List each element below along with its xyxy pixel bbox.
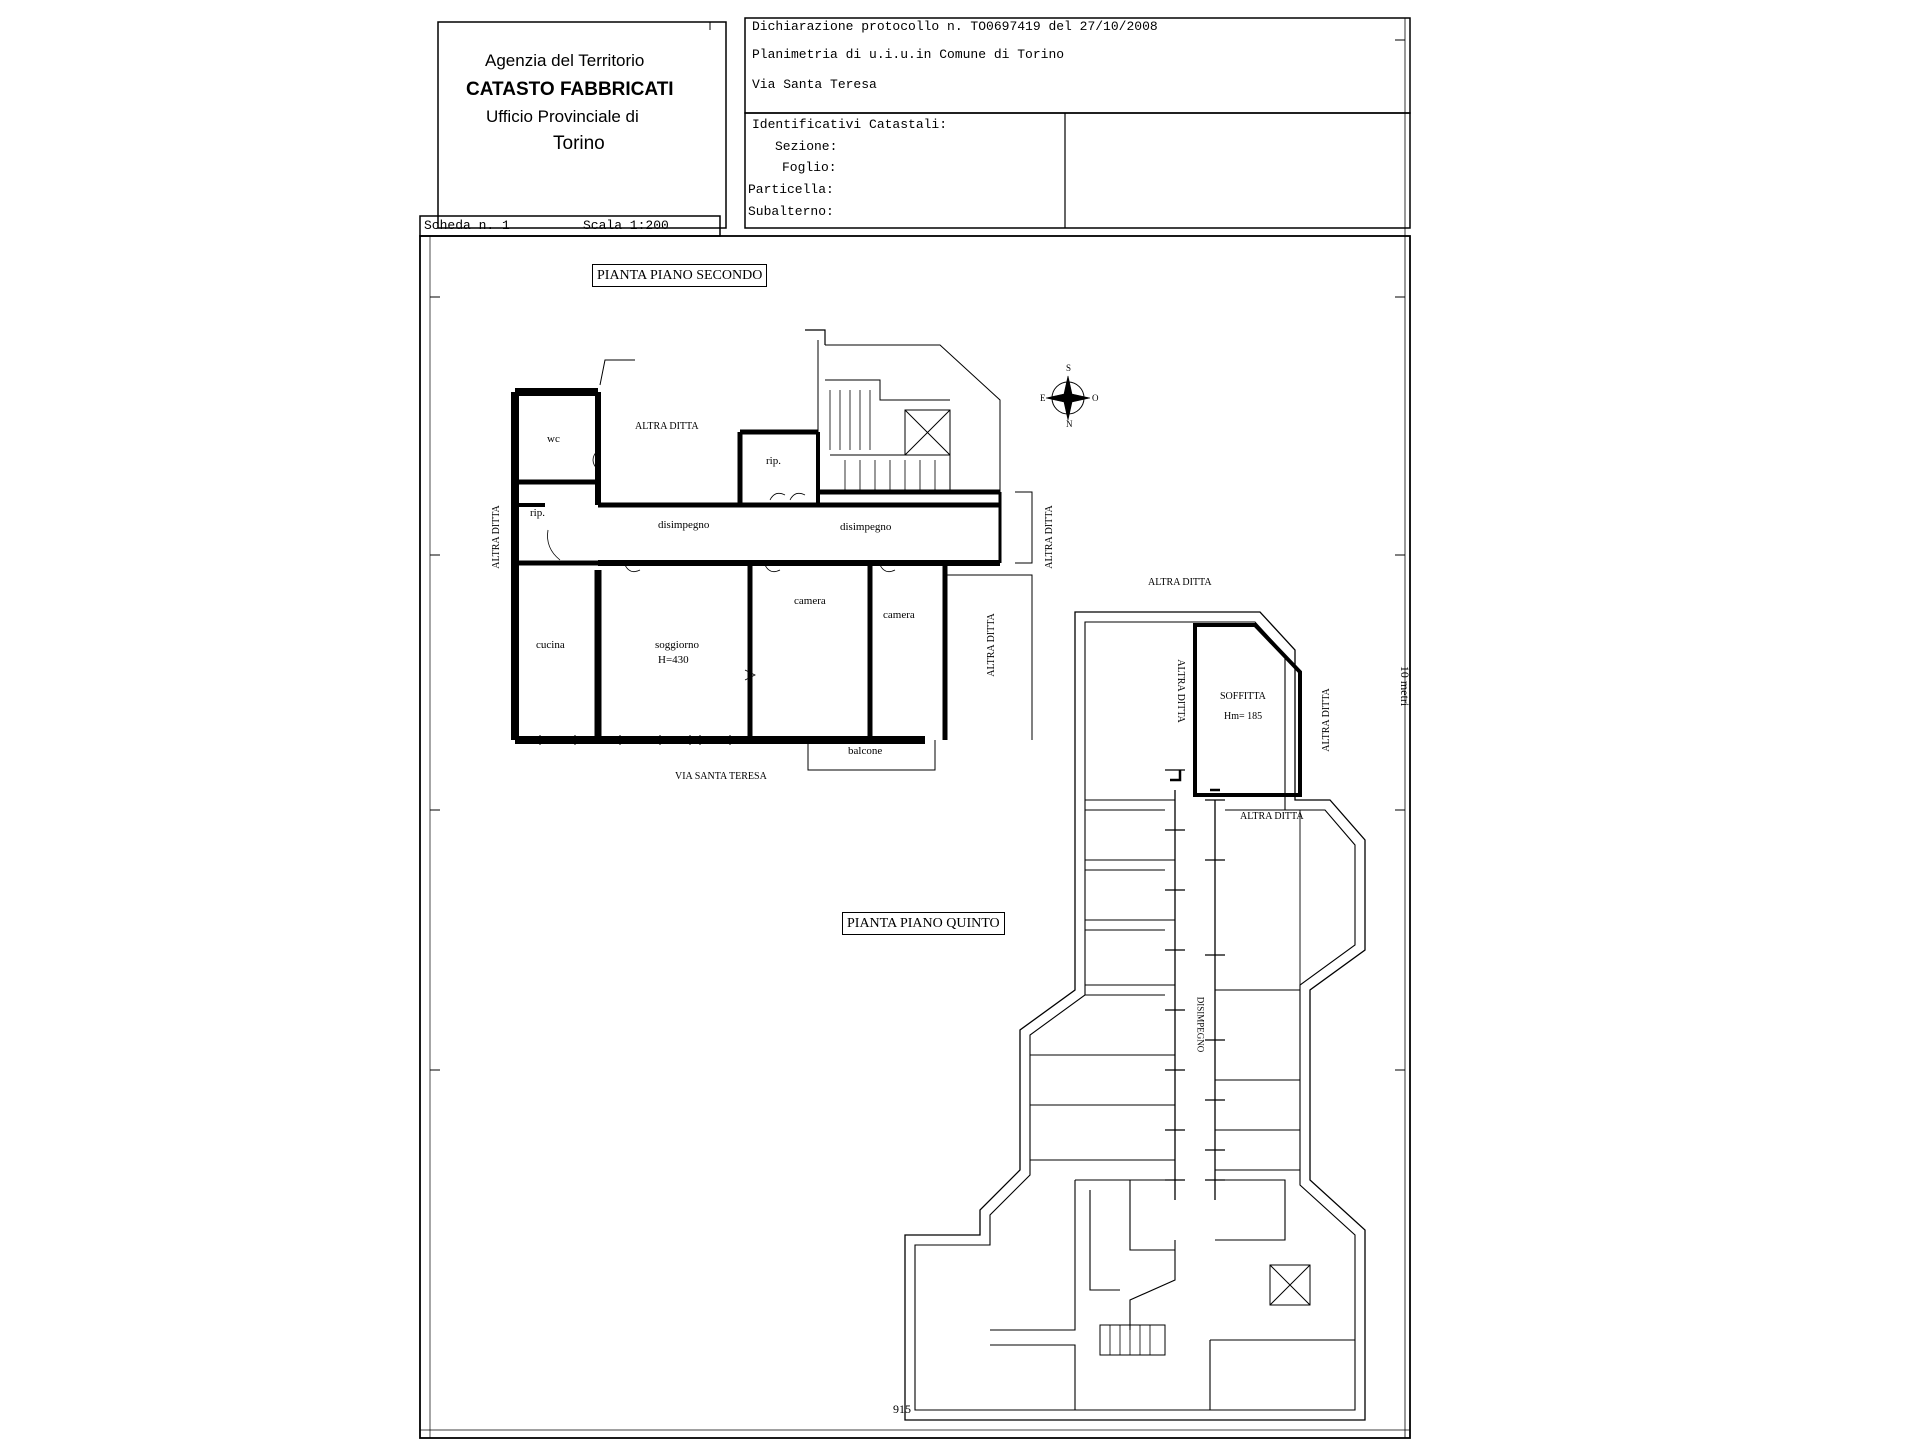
compass-south: S <box>1066 363 1072 373</box>
particella-label: Particella: <box>748 182 834 197</box>
plan-second-title: PIANTA PIANO SECONDO <box>592 264 768 288</box>
compass-rose-icon <box>1045 375 1091 421</box>
scheda-label: Scheda n. 1 <box>424 218 510 233</box>
identificativi-label: Identificativi Catastali: <box>752 117 948 132</box>
fifth-altra-ditta-vertical-right: ALTRA DITTA <box>1320 688 1332 752</box>
room-disimpegno-right: disimpegno <box>840 521 892 533</box>
agency-name: Agenzia del Territorio <box>485 51 645 70</box>
room-rip-top: rip. <box>766 455 781 467</box>
catasto-title: CATASTO FABBRICATI <box>466 79 674 100</box>
protocol-line: Dichiarazione protocollo n. TO0697419 de… <box>752 19 1158 34</box>
room-camera-mid: camera <box>794 595 826 607</box>
plan-fifth-floor <box>904 611 1366 1421</box>
scala-label: Scala 1:200 <box>583 218 669 233</box>
compass-west: O <box>1092 393 1099 403</box>
plan-fifth-title: PIANTA PIANO QUINTO <box>842 912 1005 936</box>
room-camera-right: camera <box>883 609 915 621</box>
address-line: Via Santa Teresa <box>752 77 877 92</box>
plan-second-floor <box>511 329 1033 771</box>
ufficio-label: Ufficio Provinciale di <box>486 107 639 126</box>
subalterno-label: Subalterno: <box>748 204 834 219</box>
compass-north: N <box>1066 419 1073 429</box>
room-balcone: balcone <box>848 745 883 757</box>
room-altra-ditta-top: ALTRA DITTA <box>635 421 699 432</box>
room-soggiorno: soggiorno <box>655 639 699 651</box>
room-soggiorno-height: H=430 <box>658 654 689 666</box>
fifth-altra-ditta-top: ALTRA DITTA <box>1148 577 1212 588</box>
fifth-altra-ditta-mid: ALTRA DITTA <box>1240 811 1304 822</box>
scale-note-vertical: 10 metri <box>1398 665 1413 707</box>
sezione-label: Sezione: <box>775 139 838 154</box>
altra-ditta-right2-vertical: ALTRA DITTA <box>985 613 997 677</box>
city-label: Torino <box>553 133 605 154</box>
altra-ditta-right-vertical: ALTRA DITTA <box>1043 505 1055 569</box>
fifth-disimpegno-vertical: DISIMPEGNO <box>1195 996 1206 1053</box>
sheet-frame <box>419 17 1411 1439</box>
foglio-label: Foglio: <box>782 160 837 175</box>
room-rip-left: rip. <box>530 507 545 519</box>
room-soffitta-height: Hm= 185 <box>1224 711 1263 722</box>
room-wc: wc <box>547 433 560 445</box>
fifth-altra-ditta-vertical-left: ALTRA DITTA <box>1174 659 1186 723</box>
street-name: VIA SANTA TERESA <box>675 771 767 782</box>
room-soffitta: SOFFITTA <box>1220 691 1266 702</box>
planimetria-line: Planimetria di u.i.u.in Comune di Torino <box>752 47 1065 62</box>
room-cucina: cucina <box>536 639 565 651</box>
page-mark: 915 <box>893 1402 911 1416</box>
altra-ditta-left-vertical: ALTRA DITTA <box>490 505 502 569</box>
compass-east: E <box>1040 393 1046 403</box>
room-disimpegno-left: disimpegno <box>658 519 710 531</box>
